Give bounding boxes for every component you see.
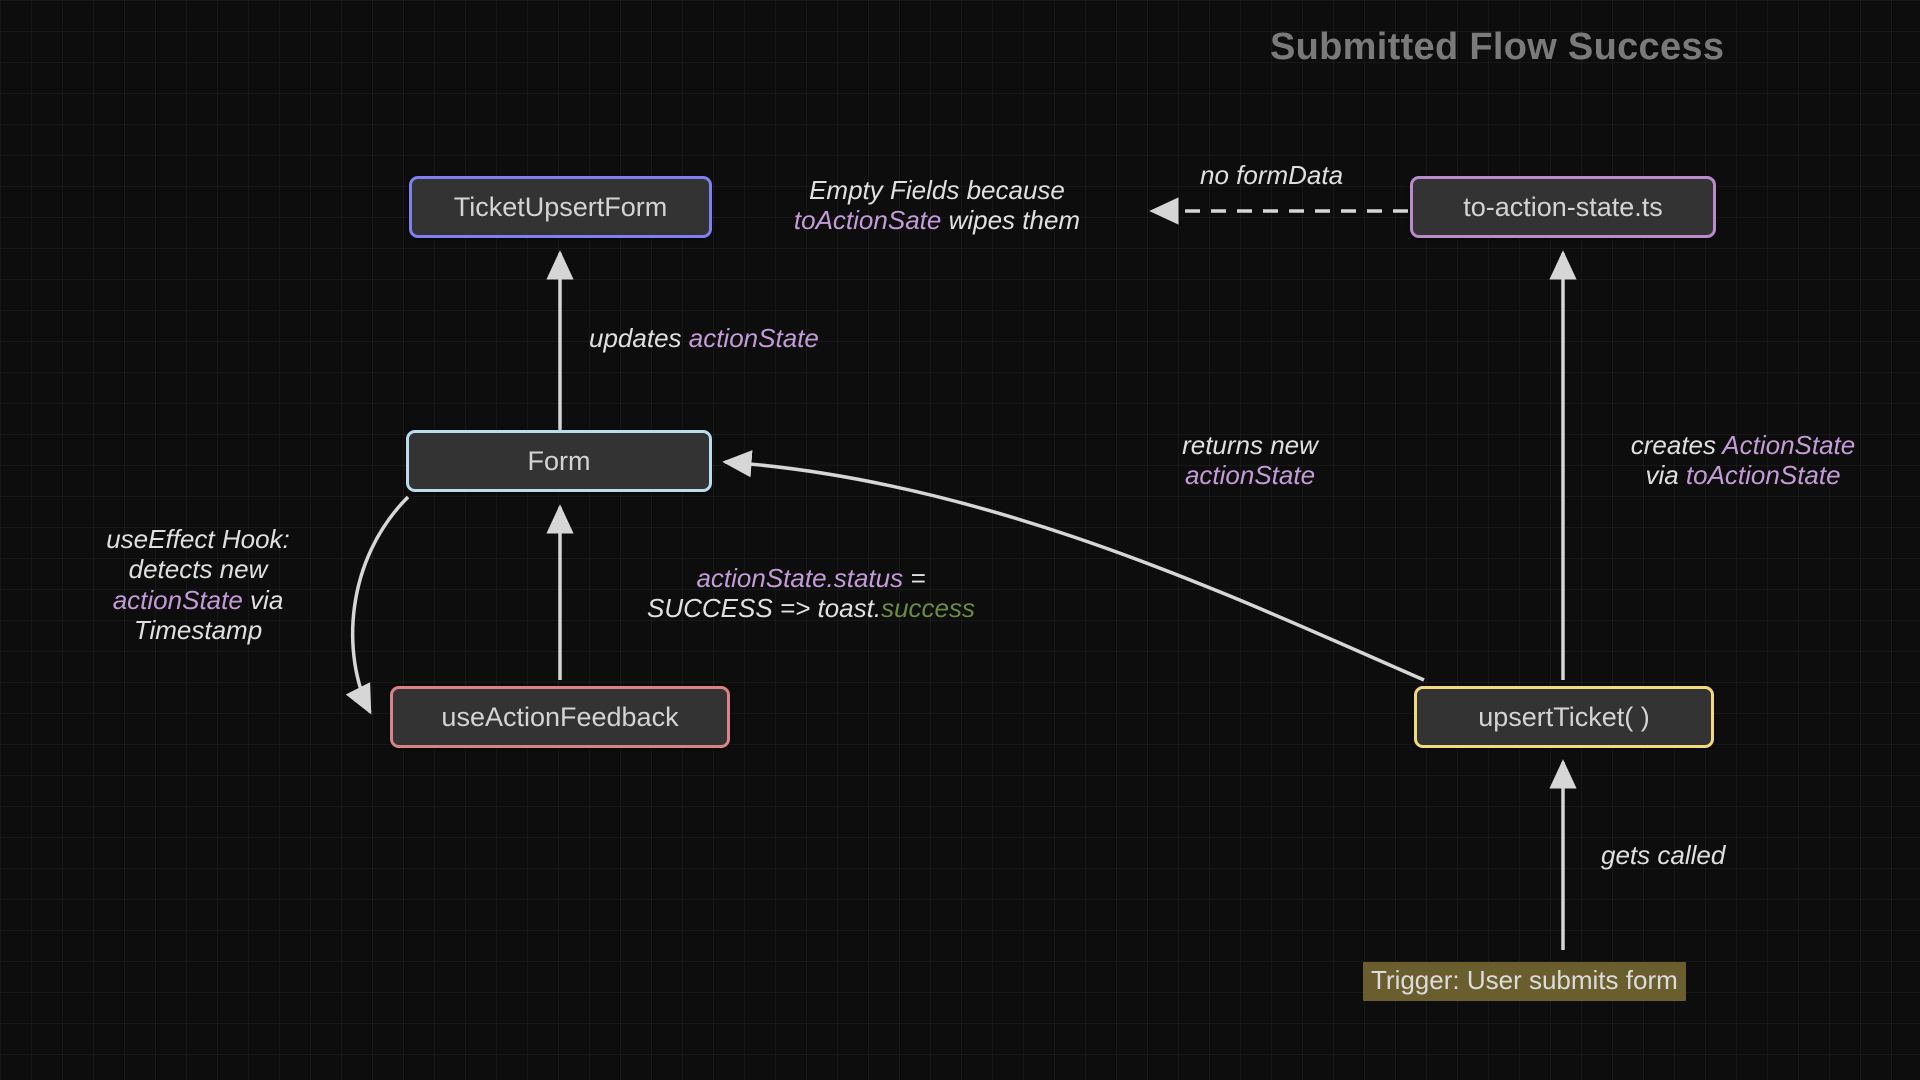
- label-toast-line1: =: [903, 563, 926, 593]
- label-updates-accent: actionState: [688, 323, 819, 353]
- label-returns-accent: actionState: [1184, 460, 1316, 491]
- label-empty-fields-line2: wipes them: [941, 205, 1081, 236]
- node-trigger[interactable]: Trigger: User submits form: [1363, 962, 1686, 1001]
- node-upsertticket-label: upsertTicket( ): [1478, 701, 1650, 732]
- label-creates-action-state: creates ActionState via toActionState: [1588, 430, 1898, 491]
- label-gets-called-text: gets called: [1601, 840, 1726, 870]
- edge-form-to-useactionfeedback-curve: [345, 495, 410, 715]
- label-creates-accent2: toActionState: [1685, 460, 1841, 491]
- node-useactionfeedback[interactable]: useActionFeedback: [390, 686, 730, 748]
- label-creates-accent1: ActionState: [1722, 430, 1856, 460]
- label-no-form-data: no formData: [1200, 160, 1343, 190]
- label-use-effect-line3: via: [242, 584, 284, 615]
- node-ticketupsertform-label: TicketUpsertForm: [453, 191, 668, 222]
- label-toast-accent: actionState.status: [696, 563, 904, 593]
- node-form[interactable]: Form: [406, 430, 712, 492]
- label-empty-fields-accent: toActionSate: [793, 205, 942, 236]
- label-no-form-data-text: no formData: [1200, 160, 1344, 190]
- node-useactionfeedback-label: useActionFeedback: [441, 701, 679, 732]
- node-upsertticket[interactable]: upsertTicket( ): [1414, 686, 1714, 748]
- label-toast-line2: SUCCESS => toast.: [646, 593, 882, 624]
- label-use-effect-line2: detects new: [128, 554, 268, 585]
- label-gets-called: gets called: [1601, 840, 1725, 870]
- label-toast-success: actionState.status = SUCCESS => toast.su…: [576, 563, 1046, 624]
- label-toast-success-word: success: [881, 593, 976, 624]
- node-form-label: Form: [527, 445, 591, 476]
- label-use-effect-line1: useEffect Hook:: [106, 524, 290, 554]
- node-toactionstate-label: to-action-state.ts: [1463, 191, 1663, 222]
- label-creates-line1: creates: [1630, 430, 1723, 460]
- label-empty-fields-line1: Empty Fields because: [809, 175, 1065, 205]
- label-creates-line2: via: [1645, 460, 1686, 491]
- node-trigger-label: Trigger: User submits form: [1371, 965, 1678, 995]
- page-title: Submitted Flow Success: [1270, 26, 1725, 68]
- label-updates-plain: updates: [589, 323, 689, 353]
- label-updates-action-state: updates actionState: [589, 323, 819, 353]
- label-empty-fields: Empty Fields because toActionSate wipes …: [752, 175, 1122, 236]
- label-returns-new-action-state: returns new actionState: [1130, 430, 1370, 491]
- label-use-effect-accent: actionState: [112, 584, 243, 615]
- label-use-effect-hook: useEffect Hook: detects new actionState …: [68, 524, 328, 646]
- label-use-effect-line4: Timestamp: [133, 615, 263, 646]
- node-ticketupsertform[interactable]: TicketUpsertForm: [409, 176, 712, 238]
- node-toactionstate[interactable]: to-action-state.ts: [1410, 176, 1716, 238]
- label-returns-line1: returns new: [1182, 430, 1318, 460]
